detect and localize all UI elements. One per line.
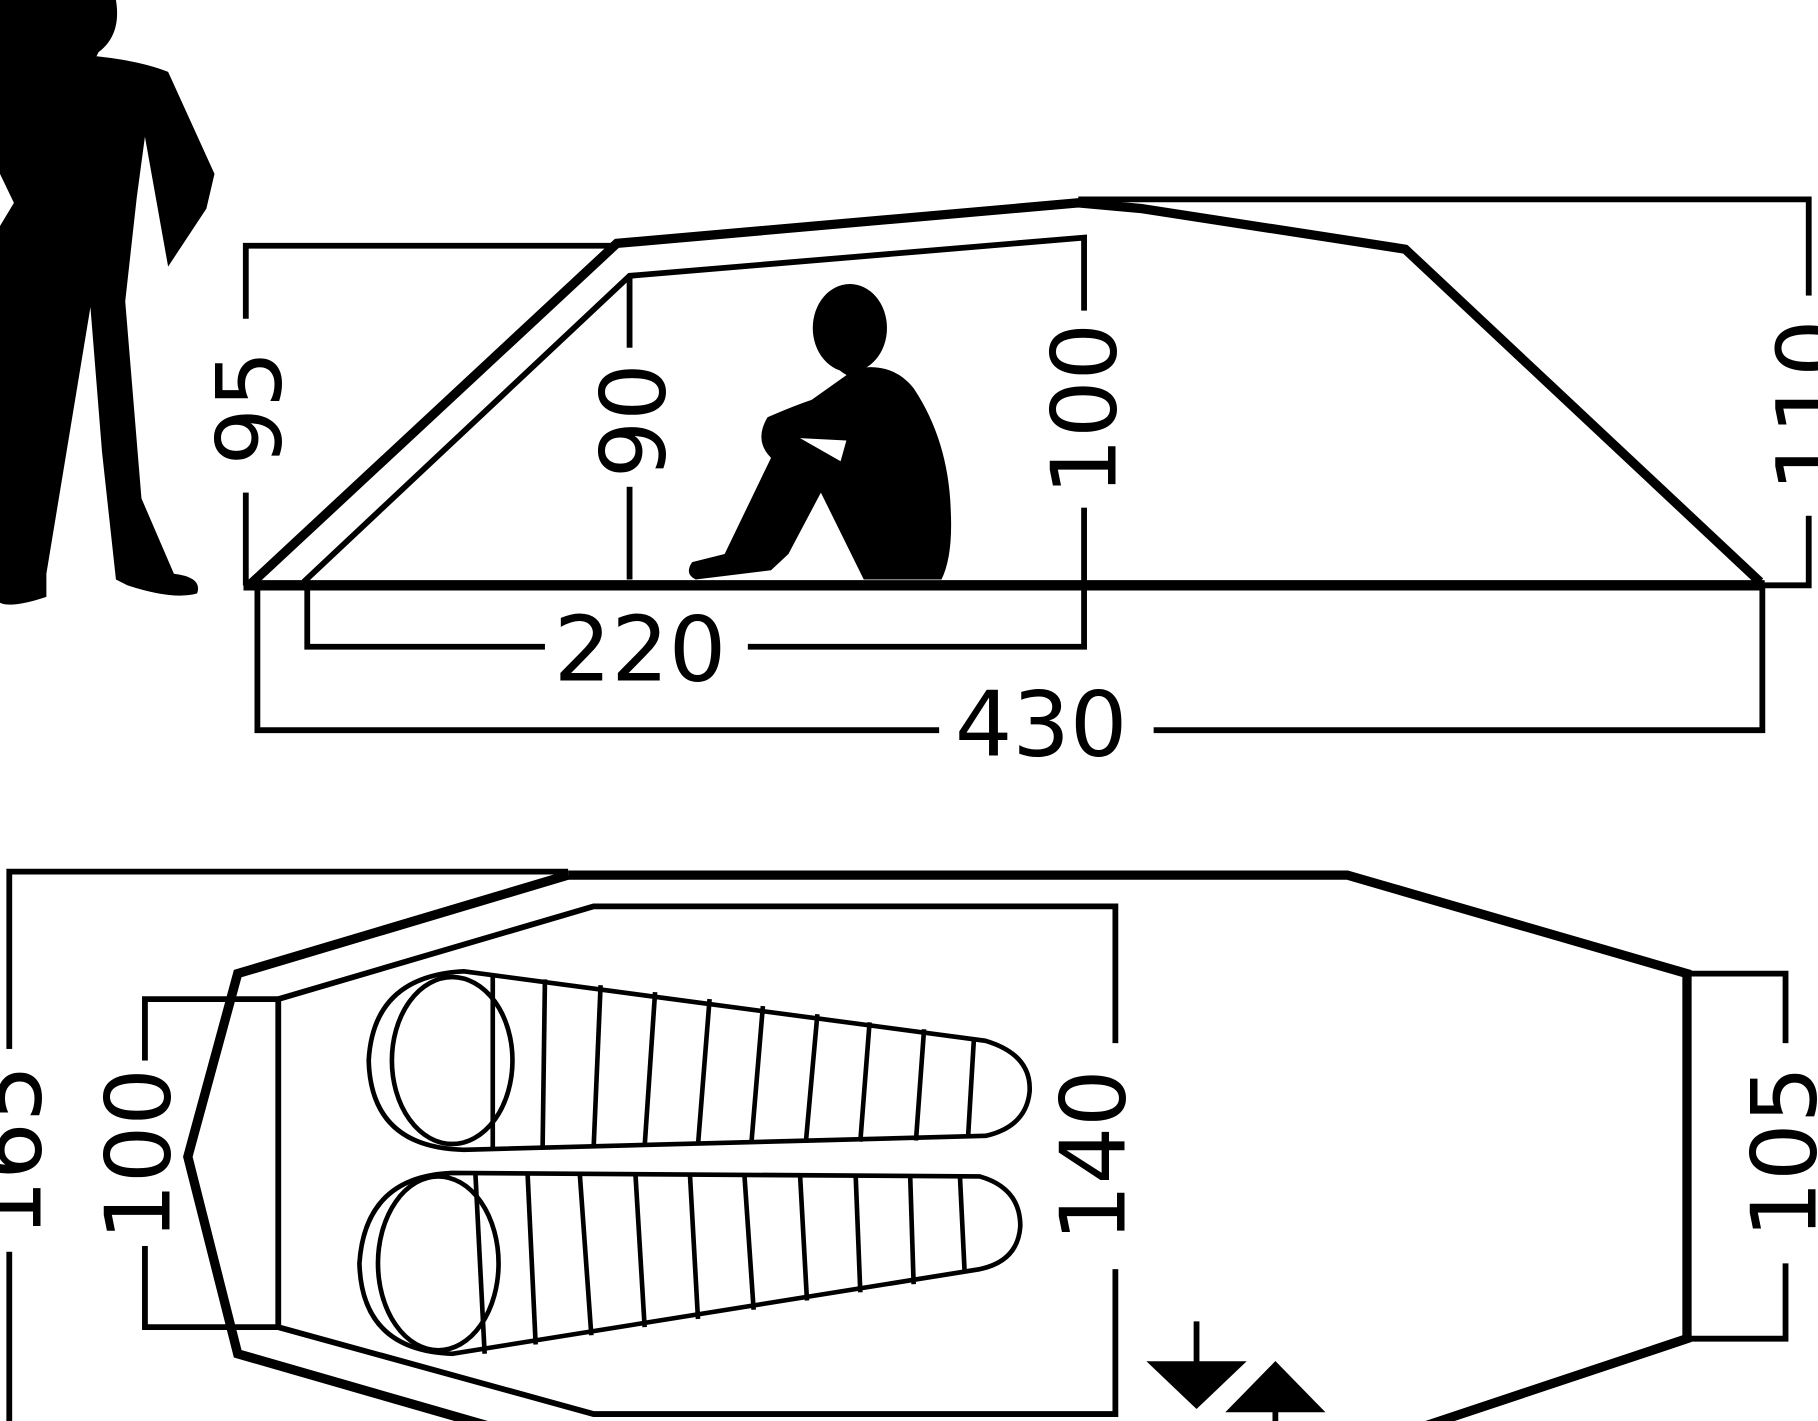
dim-label-95: 95 — [198, 350, 303, 465]
dim-label-165: 165 — [0, 1065, 63, 1238]
entrance-arrows-icon — [1146, 1321, 1326, 1421]
inner-tent-outline — [301, 234, 1087, 584]
top-dim-gaps — [0, 1043, 1815, 1270]
dim-label-105: 105 — [1733, 1066, 1818, 1239]
outer-fly-footprint — [183, 870, 570, 1421]
dim-label-220: 220 — [554, 597, 727, 702]
dim-label-100-side: 100 — [1032, 323, 1137, 496]
dim-label-430: 430 — [955, 673, 1128, 778]
outer-fly-outline — [246, 198, 1764, 589]
dim-label-90: 90 — [581, 363, 686, 478]
sleeping-bag-upper — [366, 968, 1032, 1153]
dim-label-100-top: 100 — [86, 1068, 191, 1241]
sitting-person-icon — [688, 283, 952, 580]
sleeping-bag-lower — [357, 1170, 1023, 1357]
dim-label-110: 110 — [1758, 319, 1818, 492]
standing-person-icon — [0, 0, 215, 605]
side-dim-gaps — [226, 295, 1818, 756]
dim-label-140: 140 — [1042, 1069, 1147, 1242]
side-view — [242, 196, 1812, 734]
inner-tent-footprint — [275, 903, 1119, 1417]
top-view — [6, 868, 1789, 1421]
